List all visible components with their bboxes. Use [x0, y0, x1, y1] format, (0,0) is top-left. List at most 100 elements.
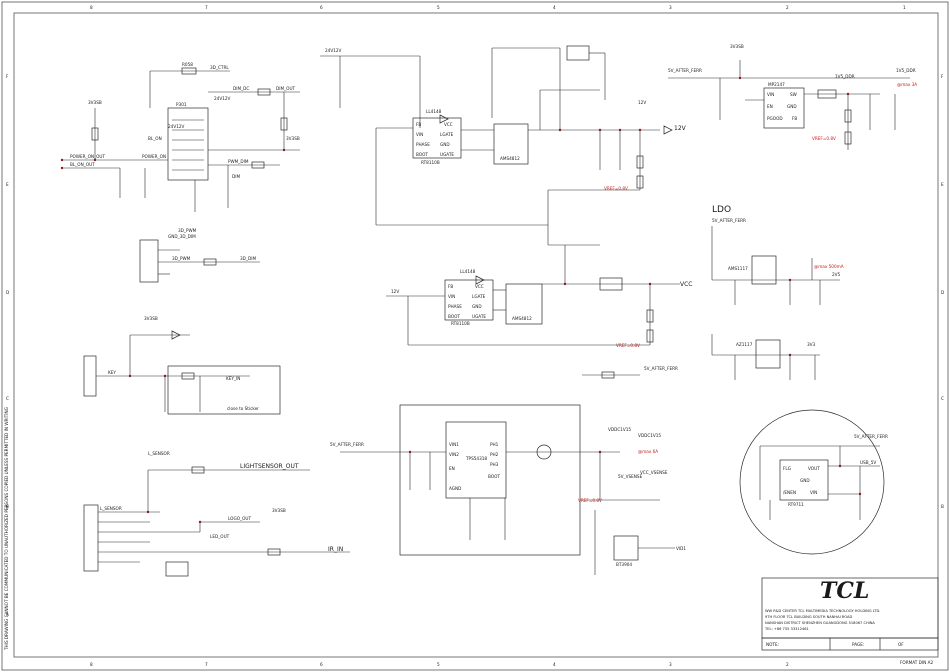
power-connector-block: P301 24V12V 24V12V R058 3D_CTRL DIM_DC D…	[60, 62, 300, 212]
connector-p301	[167, 107, 209, 181]
resistor-r058	[181, 67, 197, 75]
company-address-line4: TEL: +86 755 33312461	[764, 627, 809, 631]
key-esd-box	[167, 365, 281, 415]
mosfet-pair-1-label: AMS4812	[500, 156, 520, 161]
ic-ams1117-label: AMS1117	[728, 266, 748, 271]
transistor-bt3904	[613, 535, 639, 561]
net-gnd-3d-dim: GND_3D_DIM	[168, 234, 196, 239]
col-5: 5	[437, 5, 440, 10]
company-address-line3: NANSHAN DISTRICT SHENZHEN GUANGDONG 5180…	[765, 621, 875, 625]
ic-az1117	[755, 339, 781, 369]
transistor-bt3904-label: BT3904	[616, 562, 632, 567]
pin-vin-3: VIN	[767, 92, 774, 97]
pin-vin1: VIN1	[449, 442, 459, 447]
net-3v3sb-ir: 3V3SB	[272, 508, 286, 513]
col-6-bottom: 6	[320, 662, 323, 667]
col-6: 6	[320, 5, 323, 10]
buck-vcc-block: 12V RT8110B FB VIN PHASE BOOT VCC LGATE …	[386, 244, 692, 379]
pin-vin-2: VIN	[448, 294, 455, 299]
ic-rt8110b-1	[412, 117, 462, 159]
pin-en: EN	[449, 466, 455, 471]
buck-12v-block: 24V12V RT8110B FB VIN PHASE BOOT VCC LGA…	[320, 45, 687, 245]
pin-pgood-3: PGOOD	[767, 116, 783, 121]
tcl-logo: TCL	[820, 578, 869, 604]
col-3-bottom: 3	[669, 662, 672, 667]
net-3d-dim: 3D_DIM	[240, 256, 256, 261]
row-d: D	[6, 290, 9, 295]
col-7: 7	[205, 5, 208, 10]
ic-tps54318	[445, 421, 507, 499]
connector-p301-ref: P301	[176, 102, 187, 107]
net-3v3sb-key: 3V3SB	[144, 316, 158, 321]
resistor-dim-pull	[280, 117, 288, 131]
row-markers-left: F E D C B A	[6, 74, 9, 617]
diode-d1	[439, 114, 449, 124]
row-f-right: F	[941, 74, 944, 79]
ddr-buck-block: 5V_AFTER_FERR 3V3SB MP2147 VIN SW EN GND…	[668, 44, 917, 150]
net-vref-1: VREF=0.8V	[604, 186, 628, 191]
col-8: 8	[90, 5, 93, 10]
note-close-to-sticker: close to Sticker	[227, 406, 259, 411]
pin-flg: FLG	[783, 466, 791, 471]
net-5v-after-ferr-2: 5V_AFTER_FERR	[668, 68, 702, 73]
net-pwm-dim: PWM_DIM	[228, 159, 249, 164]
inductor-l1	[566, 45, 590, 61]
resistor-ls	[191, 466, 205, 474]
net-vid1: VID1	[676, 546, 686, 551]
net-5v-after-ferr-1: 5V_AFTER_FERR	[644, 366, 678, 371]
company-address-line2: 9TH FLOOR TCL BUILDING SOUTH NANHAI ROAD	[765, 615, 853, 619]
ferrite-5v	[601, 371, 615, 379]
net-ir-in: IR_IN	[328, 546, 343, 553]
pin-en-3: EN	[767, 104, 773, 109]
vddc-outline	[399, 404, 581, 556]
pin-vout: VOUT	[808, 466, 820, 471]
pin-phase-1: PHASE	[416, 142, 430, 147]
inductor-l2	[599, 277, 623, 291]
net-3d-pwm-line: 3D_PWM	[172, 256, 191, 261]
arrow-12v	[663, 125, 673, 135]
3d-pwm-block: GND_3D_DIM 3D_PWM 3D_PWM 3D_DIM	[139, 228, 260, 283]
pin-vin2: VIN2	[449, 452, 459, 457]
net-3d-pwm: 3D_PWM	[178, 228, 197, 233]
net-power-on: POWER_ON	[142, 154, 166, 159]
company-address-line1: WW R&D CENTER TCL MULTIMEDIA TECHNOLOGY …	[765, 609, 880, 613]
mosfet-pair-2	[505, 283, 543, 325]
net-vref-4: VREF=0.8V	[578, 498, 602, 503]
net-l-sensor: L_SENSOR	[100, 506, 122, 511]
net-vcc-out: VCC	[680, 281, 692, 288]
resistor-fb-1b	[636, 175, 644, 189]
sensor-block: L_SENSOR L_SENSOR LIGHTSENSOR_OUT LOGO_O…	[83, 451, 350, 577]
net-l-sensor-top: L_SENSOR	[148, 451, 170, 456]
diode-d1-label: LL4148	[426, 109, 442, 114]
section-ldo-title: LDO	[712, 205, 731, 215]
net-led-out: LED_OUT	[210, 534, 230, 539]
col-8-bottom: 8	[90, 662, 93, 667]
net-3v3sb-left: 3V3SB	[88, 100, 102, 105]
ic-mp2147-label: MP2147	[768, 82, 785, 87]
col-3: 3	[669, 5, 672, 10]
ldo-block: LDO 5V_AFTER_FERR AMS1117 2V5 @max 500mA…	[711, 205, 844, 380]
of-label: OF	[898, 642, 904, 647]
diode-d2-label: LL4148	[460, 269, 476, 274]
imax-6a: @max 6A	[638, 449, 658, 454]
net-key: KEY	[108, 370, 116, 375]
ic-mp2147	[763, 87, 805, 129]
vddc-buck-block: 5V_AFTER_FERR TPS54318 VIN1 VIN2 EN AGND…	[330, 404, 686, 575]
net-usb-5v: USB_5V	[860, 460, 876, 465]
pin-ugate-1: UGATE	[440, 152, 454, 157]
net-24v12v-label-2: 24V12V	[214, 96, 231, 101]
ic-rt8110b-2	[444, 279, 494, 321]
ic-rt8110b-2-label: RT8110B	[451, 321, 470, 326]
col-2-bottom: 2	[786, 662, 789, 667]
key-block: KEY KEY_IN close to Sticker 3V3SB	[83, 316, 281, 415]
net-5v-after-ferr-5: 5V_AFTER_FERR	[854, 434, 888, 439]
pin-vcc-1: VCC	[444, 122, 453, 127]
net-3d-ctrl: 3D_CTRL	[210, 65, 229, 70]
pin-agnd: AGND	[449, 486, 461, 491]
pin-ugate-2: UGATE	[472, 314, 486, 319]
pin-fb-3: FB	[792, 116, 797, 121]
resistor-r058-ref: R058	[182, 62, 193, 67]
resistor-3d-pwm	[203, 258, 217, 266]
pin-lgate-1: LGATE	[440, 132, 454, 137]
